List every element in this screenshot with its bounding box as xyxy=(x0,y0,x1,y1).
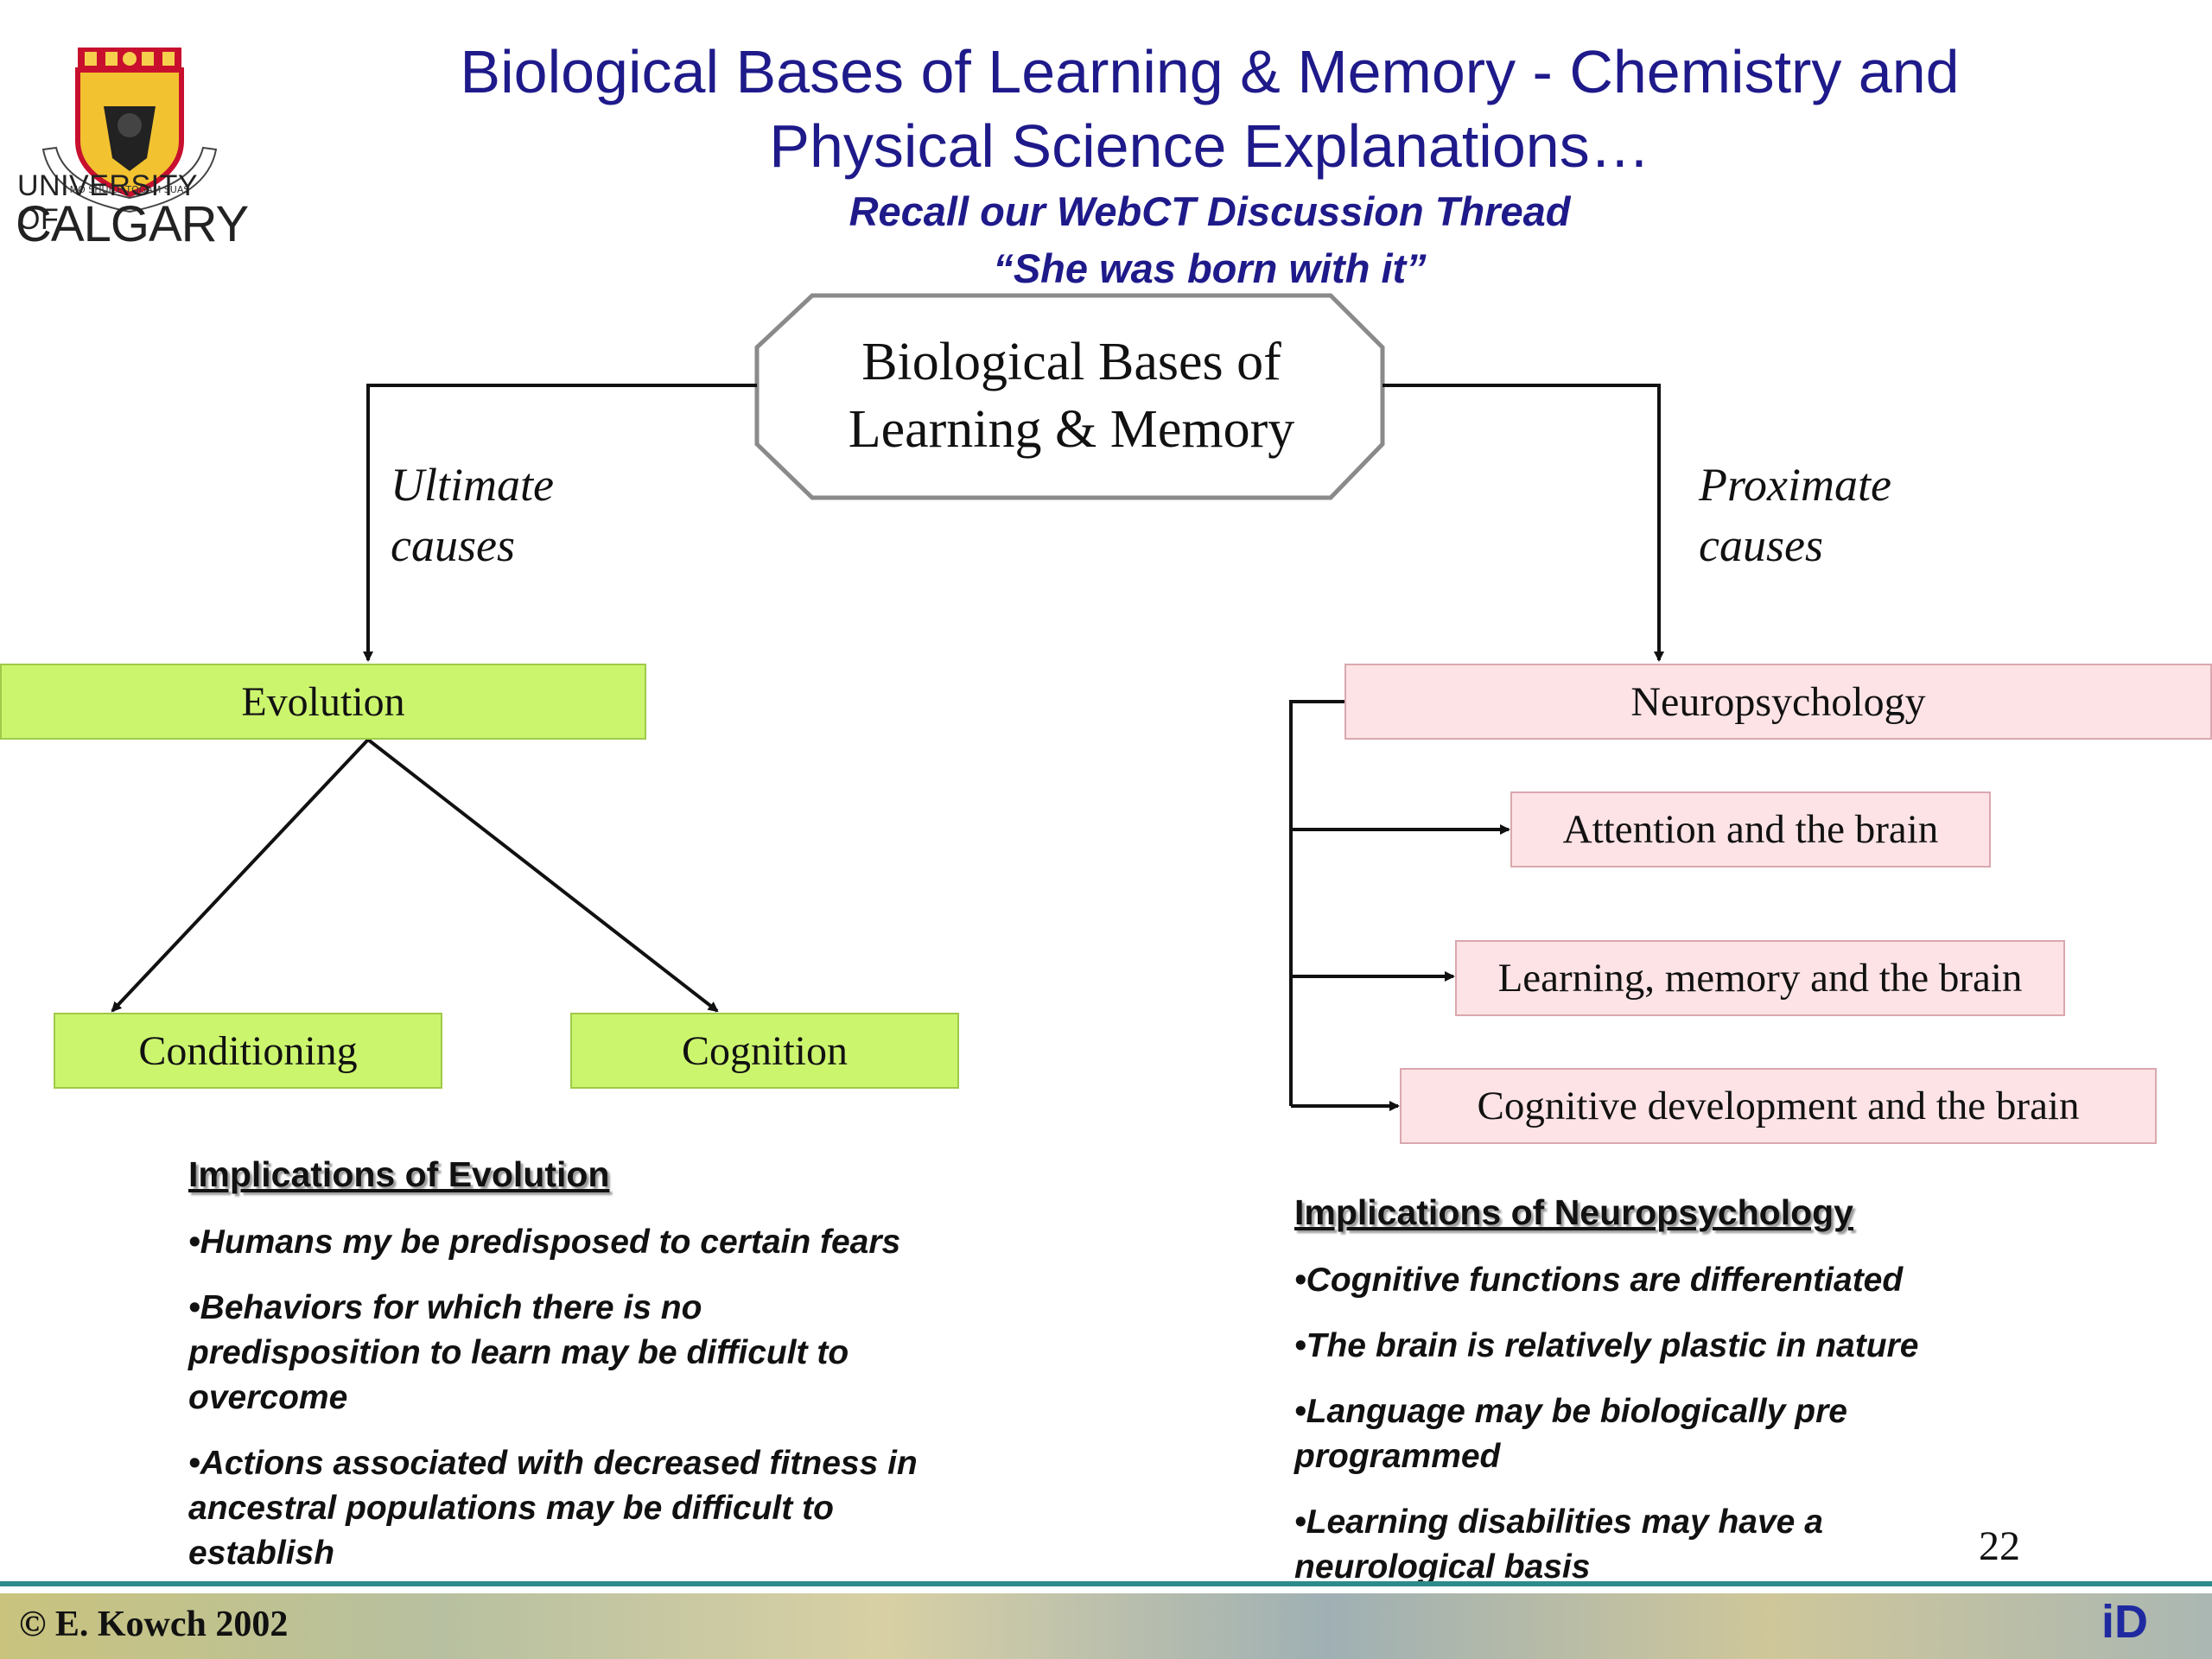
ultimate-causes-line1: Ultimate xyxy=(391,459,554,511)
slide-subtitle-line2: “She was born with it” xyxy=(993,245,1427,291)
connector-neuro-spine xyxy=(1289,700,1344,1106)
evolution-implication-line: predisposition to learn may be difficult… xyxy=(188,1334,849,1371)
center-node-label: Biological Bases of Learning & Memory xyxy=(760,294,1382,498)
footer-band xyxy=(0,1593,2212,1659)
evolution-implication-line: •Humans my be predisposed to certain fea… xyxy=(188,1224,901,1261)
proximate-causes-line2: causes xyxy=(1699,519,1823,571)
slide-title-line2: Physical Science Explanations… xyxy=(769,112,1650,180)
slide-title-line1: Biological Bases of Learning & Memory - … xyxy=(460,38,1960,105)
ultimate-causes-line2: causes xyxy=(391,519,515,571)
neuro-implication-line: •Cognitive functions are differentiated xyxy=(1294,1262,1904,1299)
evolution-implication-line: •Behaviors for which there is no xyxy=(188,1289,702,1326)
proximate-causes-label: Proximate causes xyxy=(1699,454,1984,575)
university-name-line2: CALGARY xyxy=(16,196,249,252)
university-name-line1: UNIVERSITY OF xyxy=(17,169,198,236)
evolution-implication-line: overcome xyxy=(188,1379,348,1416)
evolution-implication-line: •Actions associated with decreased fitne… xyxy=(188,1445,918,1482)
connector-proximate xyxy=(1382,384,1664,662)
footer-divider xyxy=(0,1581,2212,1586)
cognitive-development-brain-node: Cognitive development and the brain xyxy=(1400,1068,2157,1144)
ultimate-causes-label: Ultimate causes xyxy=(391,454,650,575)
connector-ultimate xyxy=(363,384,757,662)
center-node-line1: Biological Bases of xyxy=(861,333,1281,391)
page-number: 22 xyxy=(1979,1523,2020,1569)
evolution-implication-line: ancestral populations may be difficult t… xyxy=(188,1490,834,1527)
proximate-causes-line1: Proximate xyxy=(1699,459,1891,511)
center-node-line2: Learning & Memory xyxy=(848,400,1295,459)
footer-copyright: © E. Kowch 2002 xyxy=(19,1605,289,1644)
evolution-node: Evolution xyxy=(0,664,646,740)
neuro-implication-line: •Language may be biologically pre xyxy=(1294,1393,1847,1430)
crest-motto-text: MO SHÙILE TOGAM SUAS xyxy=(70,184,190,195)
learning-memory-brain-node: Learning, memory and the brain xyxy=(1455,940,2065,1016)
attention-brain-node: Attention and the brain xyxy=(1510,791,1991,868)
connector-evolution-conditioning xyxy=(111,738,370,1013)
footer-brand-logo: iD xyxy=(2101,1596,2148,1648)
slide-title: Biological Bases of Learning & Memory - … xyxy=(363,35,2056,183)
implications-evolution-heading: Implications of Evolution xyxy=(188,1154,610,1194)
slide-subtitle-line1: Recall our WebCT Discussion Thread xyxy=(849,188,1571,234)
slide-subtitle: Recall our WebCT Discussion Thread “She … xyxy=(363,183,2056,297)
university-crest-logo: MO SHÙILE TOGAM SUAS xyxy=(41,48,218,213)
neuro-implication-line: •The brain is relatively plastic in natu… xyxy=(1294,1327,1919,1364)
conditioning-node: Conditioning xyxy=(54,1013,442,1089)
cognition-node: Cognition xyxy=(570,1013,959,1089)
implications-neuropsychology-heading: Implications of Neuropsychology xyxy=(1294,1192,1853,1232)
neuro-implication-line: •Learning disabilities may have a xyxy=(1294,1503,1823,1541)
neuropsychology-node: Neuropsychology xyxy=(1344,664,2212,740)
evolution-implication-line: establish xyxy=(188,1535,335,1572)
neuro-implication-line: programmed xyxy=(1294,1438,1501,1475)
connector-evolution-cognition xyxy=(366,738,719,1013)
neuro-implication-line: neurological basis xyxy=(1294,1548,1591,1586)
center-octagon xyxy=(754,293,1385,500)
